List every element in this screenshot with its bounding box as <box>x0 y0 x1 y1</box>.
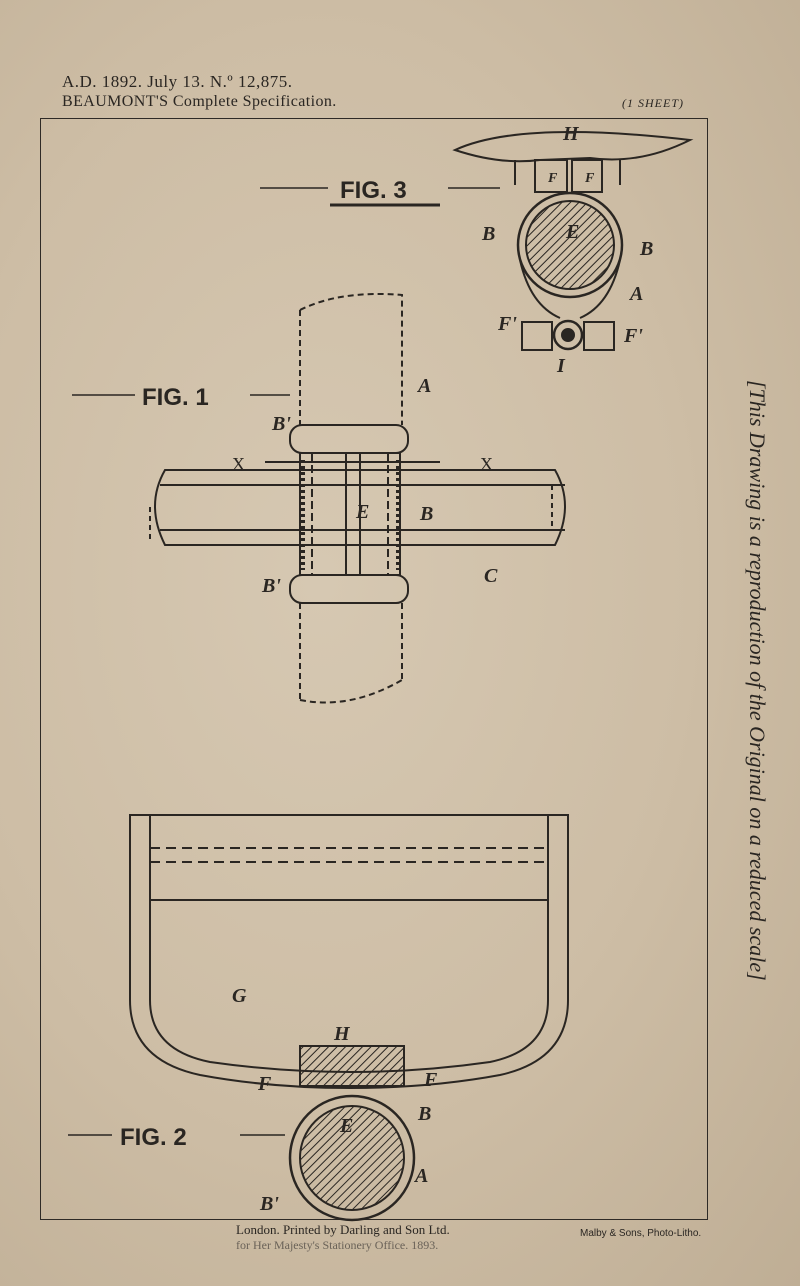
patent-header-date: A.D. 1892. July 13. N.º 12,875. <box>62 72 293 91</box>
fig1-label-3: X <box>480 454 493 474</box>
fig3-label-3: B <box>481 223 495 245</box>
figure-3-drawing <box>452 131 694 351</box>
fig3-label-1: F <box>547 171 558 186</box>
fig1-label-0: B' <box>271 413 291 435</box>
fig1-label-1: A <box>416 375 431 397</box>
figure-2-drawing <box>129 814 569 1222</box>
reduced-scale-note: [This Drawing is a reproduction of the O… <box>745 380 770 981</box>
fig2-label-5: E <box>339 1115 353 1137</box>
fig3-label-9: I <box>556 355 566 377</box>
fig3-label-7: F' <box>497 313 517 335</box>
fig3-label-5: B <box>639 238 653 260</box>
fig3-label-2: F <box>584 171 595 186</box>
fig2-label-3: F <box>423 1069 438 1091</box>
fig1-label-5: B <box>419 503 433 525</box>
fig2-label-1: H <box>333 1023 351 1045</box>
patent-header-title: BEAUMONT'S Complete Specification. <box>62 93 337 110</box>
figure-1-drawing <box>149 293 566 704</box>
fig2-title: FIG. 2 <box>120 1124 187 1151</box>
fig2-label-0: G <box>232 985 247 1007</box>
lithographer-credit: Malby & Sons, Photo-Litho. <box>580 1228 702 1239</box>
fig2-label-6: A <box>413 1165 428 1187</box>
fig1-title: FIG. 1 <box>142 384 209 411</box>
fig1-label-2: X <box>232 454 245 474</box>
printer-line-1: London. Printed by Darling and Son Ltd. <box>236 1222 450 1237</box>
fig2-label-4: B <box>417 1103 431 1125</box>
fig3-label-6: A <box>628 283 643 305</box>
fig3-label-4: E <box>565 221 579 243</box>
fig1-label-4: E <box>355 501 369 523</box>
fig1-label-6: C <box>484 565 498 587</box>
fig2-label-7: B' <box>259 1193 279 1215</box>
fig3-label-0: H <box>562 123 580 145</box>
fig1-label-7: B' <box>261 575 281 597</box>
printer-line-2: for Her Majesty's Stationery Office. 189… <box>236 1238 439 1252</box>
fig3-label-8: F' <box>623 325 643 347</box>
sheet-count: (1 SHEET) <box>622 96 684 110</box>
drawing-frame <box>40 118 708 1220</box>
fig2-label-2: F <box>257 1073 272 1095</box>
fig3-title: FIG. 3 <box>340 177 407 204</box>
